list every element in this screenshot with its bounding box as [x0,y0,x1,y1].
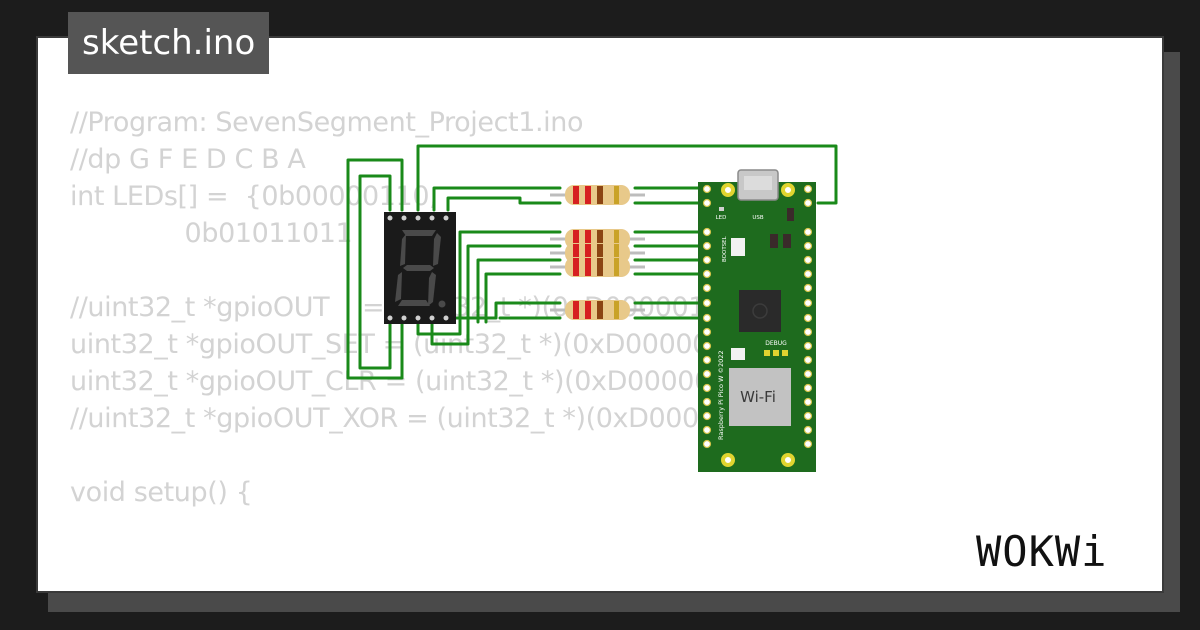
wire [476,258,562,324]
resistor [550,300,645,320]
debug-label: DEBUG [765,340,787,347]
code-line: 0b01011011 [70,218,353,249]
bootsel-button [731,238,745,256]
board-silkscreen: Raspberry Pi Pico W ©2022 [717,350,725,440]
code-line: //dp G F E D C B A [70,144,306,175]
wire [416,144,838,212]
led-label: LED [716,215,727,221]
seven-segment-display [384,212,456,324]
file-tab[interactable]: sketch.ino [68,12,270,74]
wire [446,196,562,212]
resistors [550,185,645,320]
resistor [550,185,645,205]
code-line: void setup() { [70,477,253,508]
wire [454,301,562,320]
mounting-holes [721,183,795,467]
code-snippet: //Program: SevenSegment_Project1.ino //d… [70,104,787,511]
wire [432,186,562,212]
bootsel-label: BOOTSEL [722,235,728,262]
display-pins [387,215,449,321]
wire [484,272,562,324]
wires [346,144,838,380]
wire [416,230,562,336]
usb-label: USB [752,215,764,221]
pico-w-board: LED USB BOOTSEL DEBUG Wi-Fi Raspberry Pi… [698,169,816,472]
resistor [550,257,645,277]
display-segments [395,230,446,308]
rp2040-chip [739,290,781,332]
code-line: //Program: SevenSegment_Project1.ino [70,107,584,138]
board-pins-right [803,184,813,449]
debug-pins [764,350,788,356]
wire [430,244,562,346]
wokwi-logo[interactable]: WOKWi [972,524,1152,576]
wifi-module [729,368,791,426]
wokwi-logo-text: WOKWi [976,527,1107,576]
wifi-label: Wi-Fi [740,388,776,406]
wire [358,174,392,370]
board-pins-left [702,184,712,449]
led-indicator [719,207,724,211]
code-line: int LEDs[] = {0b00000110, [70,181,438,212]
wire [346,158,404,380]
